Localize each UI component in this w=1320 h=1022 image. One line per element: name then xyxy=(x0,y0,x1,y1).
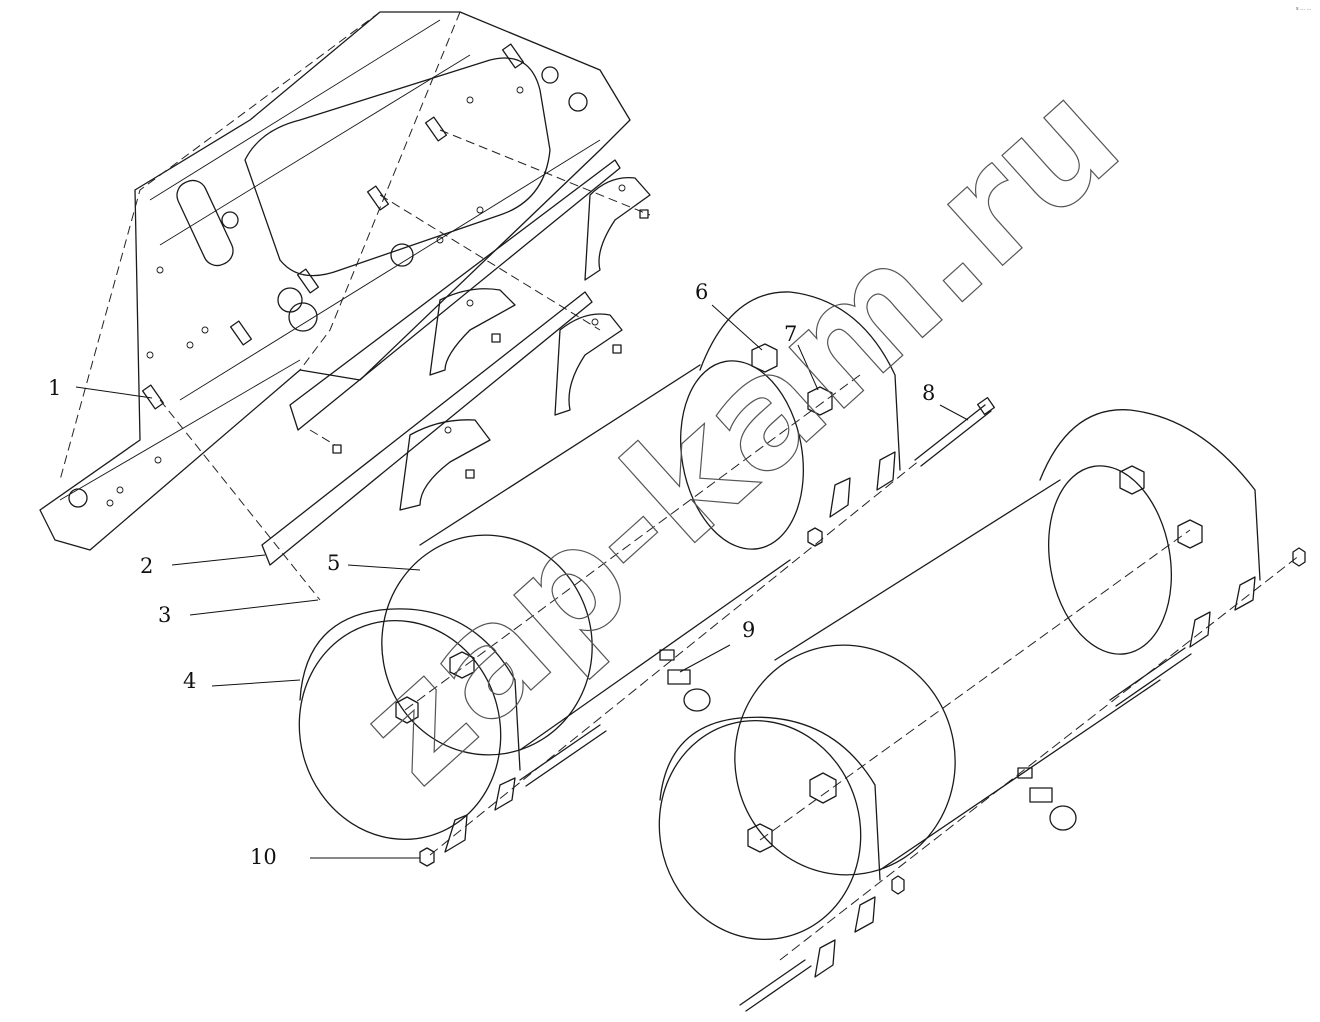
corner-mark: s ... ... xyxy=(1296,6,1312,12)
callout-4: 4 xyxy=(183,669,197,693)
leader-3 xyxy=(189,599,319,616)
brackets xyxy=(332,176,651,511)
drain-valve xyxy=(659,649,711,712)
leader-2 xyxy=(171,554,266,566)
leader-lines xyxy=(75,304,969,859)
frame-bolts xyxy=(141,43,525,410)
watermark-text: zap-kam.ru xyxy=(327,50,1152,817)
callout-1: 1 xyxy=(48,376,62,400)
leader-6 xyxy=(711,304,763,351)
leader-4 xyxy=(211,679,301,687)
leader-7 xyxy=(797,344,819,391)
air-receiver-2 xyxy=(658,409,1306,1012)
callout-7: 7 xyxy=(784,322,798,346)
callout-3: 3 xyxy=(158,603,172,627)
callout-10: 10 xyxy=(250,845,277,869)
mounting-bars xyxy=(261,159,621,566)
callout-5: 5 xyxy=(327,551,341,575)
callout-8: 8 xyxy=(922,381,936,405)
leader-8 xyxy=(939,404,969,421)
leader-1 xyxy=(75,386,153,399)
tie-bolt xyxy=(519,396,996,787)
frame-member xyxy=(39,11,631,551)
hex-nut xyxy=(395,343,833,867)
air-receiver-1 xyxy=(298,291,996,867)
callout-9: 9 xyxy=(742,618,756,642)
callout-2: 2 xyxy=(140,554,154,578)
leader-9 xyxy=(679,644,731,673)
callout-6: 6 xyxy=(695,280,709,304)
leader-5 xyxy=(347,564,421,571)
watermark-graphic: zap-kam.ru xyxy=(326,50,1152,818)
assembly-axes xyxy=(159,129,1301,961)
